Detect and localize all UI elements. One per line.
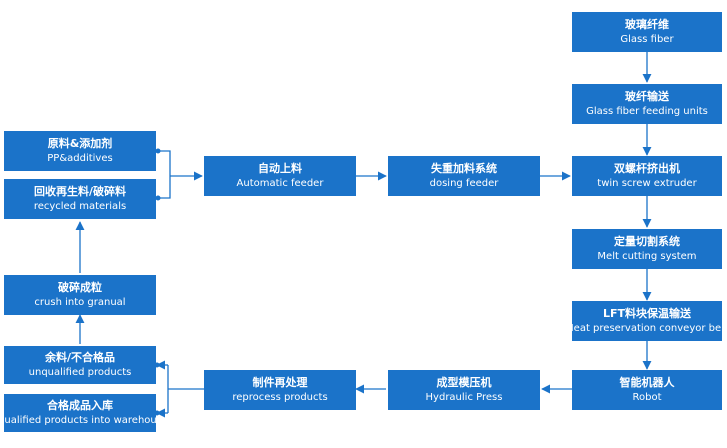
node-crush-granual-zh: 破碎成粒: [58, 280, 102, 294]
node-qualified-products-en: qualified products into warehous: [4, 414, 156, 426]
node-glass-fiber-zh: 玻璃纤维: [625, 17, 669, 31]
connector-raw-recycled-merge: [158, 150, 171, 199]
node-recycled-materials-en: recycled materials: [33, 200, 127, 212]
node-unqualified-products-zh: 余料/不合格品: [44, 350, 116, 364]
node-melt-cutting-en: Melt cutting system: [597, 250, 697, 262]
node-hydraulic-press-zh: 成型模压机: [436, 375, 492, 389]
node-melt-cutting-zh: 定量切割系统: [614, 234, 680, 248]
node-conveyor-belt-en: Heat preservation conveyor belt: [572, 322, 722, 334]
junction-dot-recycled: [155, 195, 161, 201]
node-glass-fiber-feeding: 玻纤输送 Glass fiber feeding units: [572, 84, 722, 124]
node-automatic-feeder: 自动上料 Automatic feeder: [204, 156, 356, 196]
node-robot-en: Robot: [632, 391, 662, 403]
node-twin-screw-extruder-zh: 双螺杆挤出机: [614, 161, 680, 175]
node-unqualified-products-en: unqualified products: [28, 366, 132, 378]
junction-dot-raw: [155, 148, 161, 154]
node-automatic-feeder-zh: 自动上料: [258, 161, 302, 175]
node-conveyor-belt: LFT料块保温输送 Heat preservation conveyor bel…: [572, 301, 722, 341]
node-melt-cutting: 定量切割系统 Melt cutting system: [572, 229, 722, 269]
node-reprocess-products-zh: 制件再处理: [252, 375, 308, 389]
node-reprocess-products-en: reprocess products: [232, 391, 328, 403]
node-reprocess-products: 制件再处理 reprocess products: [204, 370, 356, 410]
node-glass-fiber: 玻璃纤维 Glass fiber: [572, 12, 722, 52]
node-hydraulic-press: 成型模压机 Hydraulic Press: [388, 370, 540, 410]
node-dosing-feeder-zh: 失重加料系统: [431, 161, 497, 175]
node-unqualified-products: 余料/不合格品 unqualified products: [4, 346, 156, 384]
node-dosing-feeder-en: dosing feeder: [429, 177, 499, 189]
node-conveyor-belt-zh: LFT料块保温输送: [602, 306, 692, 320]
node-recycled-materials-zh: 回收再生料/破碎料: [33, 184, 127, 198]
node-glass-fiber-en: Glass fiber: [620, 33, 674, 45]
node-dosing-feeder: 失重加料系统 dosing feeder: [388, 156, 540, 196]
node-automatic-feeder-en: Automatic feeder: [236, 177, 324, 189]
node-hydraulic-press-en: Hydraulic Press: [425, 391, 503, 403]
node-glass-fiber-feeding-zh: 玻纤输送: [625, 89, 669, 103]
node-qualified-products-zh: 合格成品入库: [47, 398, 113, 412]
node-twin-screw-extruder-en: twin screw extruder: [597, 177, 697, 189]
node-recycled-materials: 回收再生料/破碎料 recycled materials: [4, 179, 156, 219]
node-robot: 智能机器人 Robot: [572, 370, 722, 410]
node-qualified-products: 合格成品入库 qualified products into warehous: [4, 394, 156, 432]
node-raw-materials: 原料&添加剂 PP&additives: [4, 131, 156, 171]
node-crush-granual-en: crush into granual: [34, 296, 126, 308]
node-twin-screw-extruder: 双螺杆挤出机 twin screw extruder: [572, 156, 722, 196]
node-raw-materials-zh: 原料&添加剂: [47, 136, 113, 150]
node-robot-zh: 智能机器人: [619, 375, 675, 389]
node-raw-materials-en: PP&additives: [47, 152, 113, 164]
node-crush-granual: 破碎成粒 crush into granual: [4, 275, 156, 315]
node-glass-fiber-feeding-en: Glass fiber feeding units: [586, 105, 708, 117]
